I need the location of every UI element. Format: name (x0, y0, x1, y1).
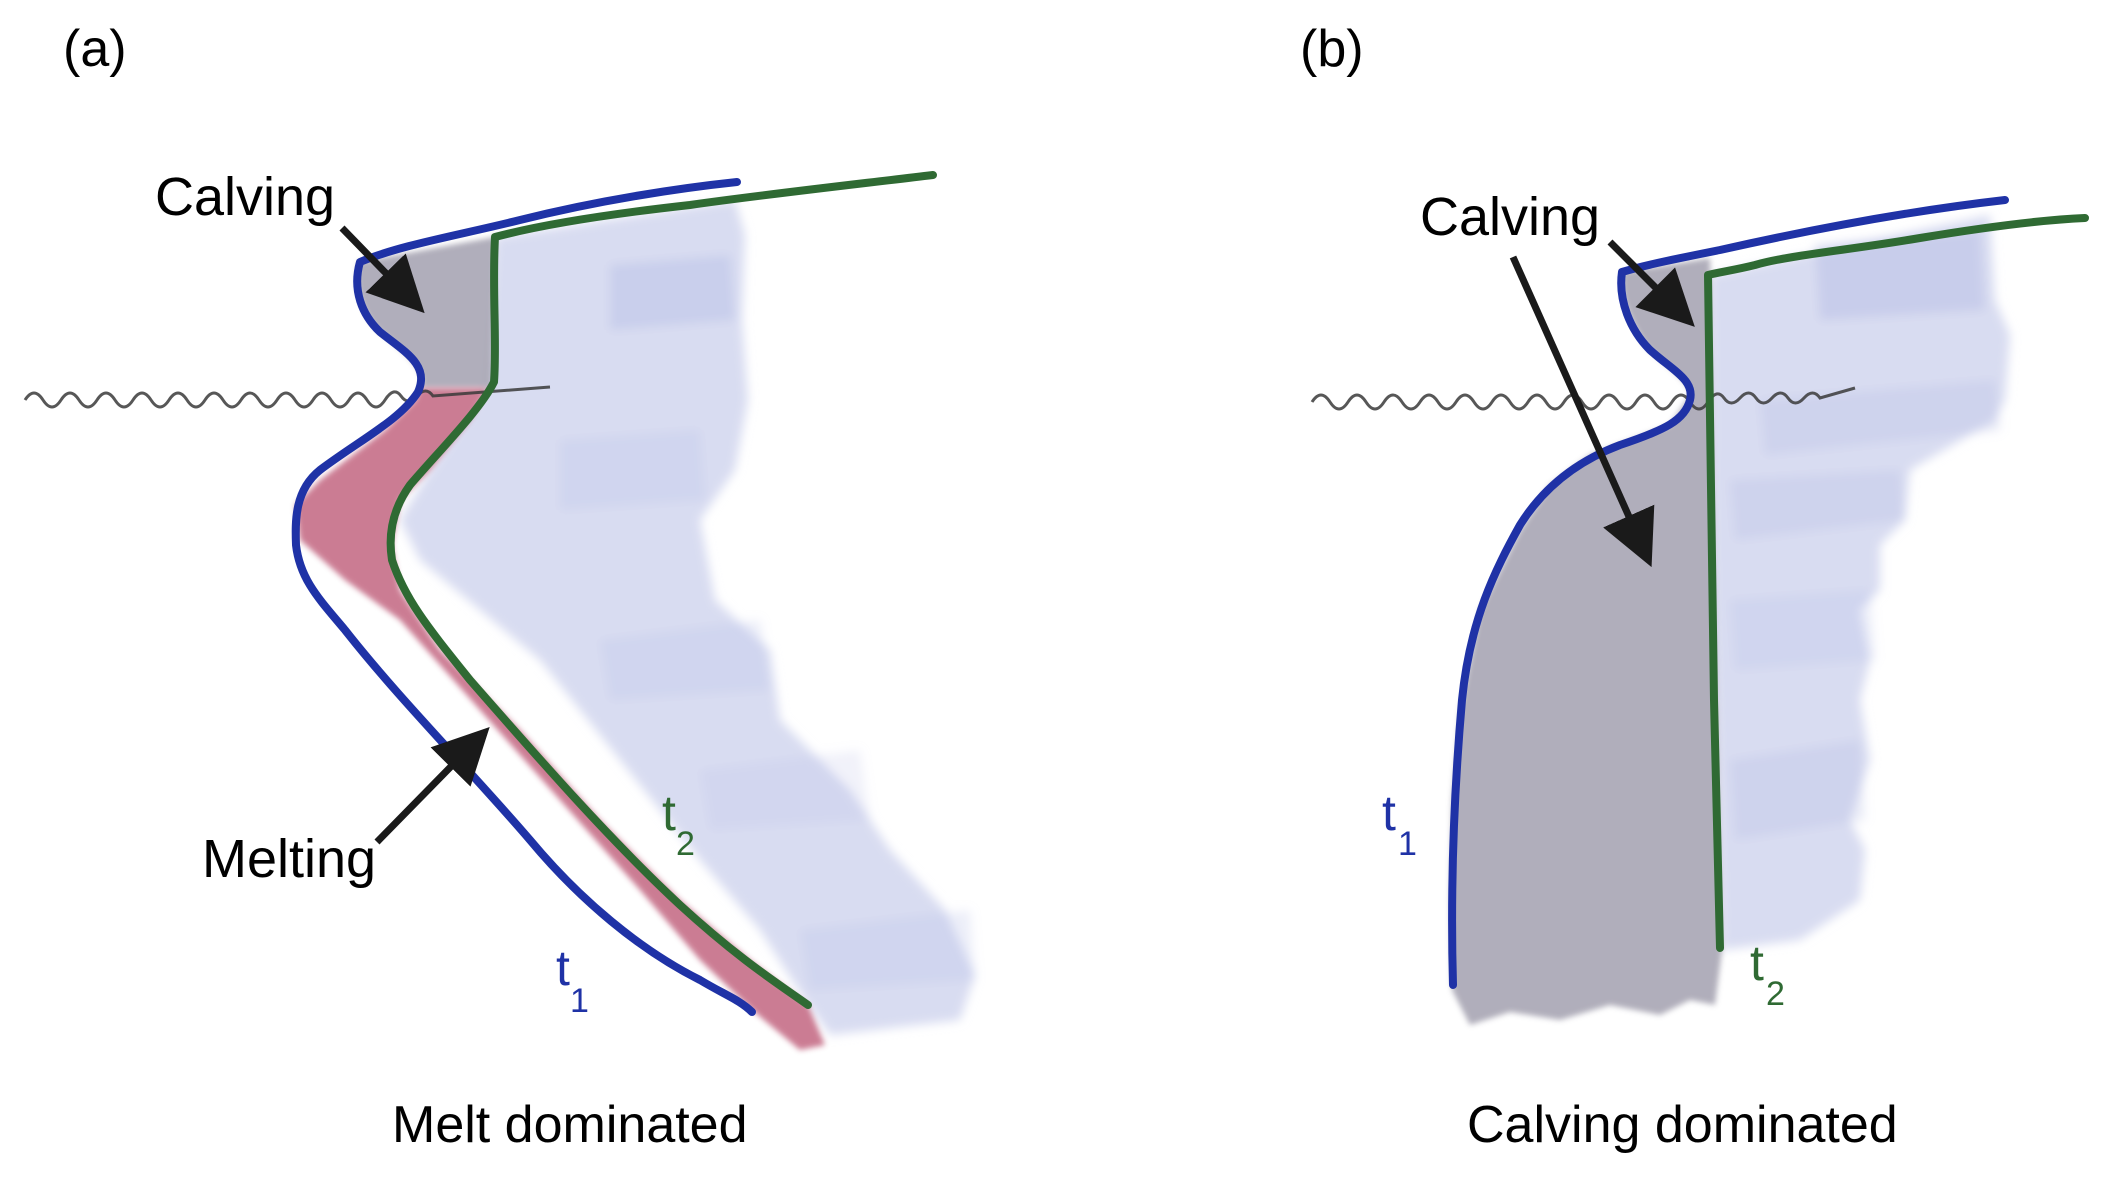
panel-a-t1-base: t (556, 940, 570, 996)
panel-b-t2-sub: 2 (1766, 975, 1785, 1013)
panel-a-melting-label: Melting (202, 829, 376, 889)
panel-a-waterline (23, 385, 551, 409)
panel-a-calving-arrow (339, 225, 425, 314)
panel-b-t2-base: t (1750, 935, 1764, 991)
panel-a-tag: (a) (63, 20, 127, 78)
panel-a-ice-body (400, 200, 975, 1035)
panel-a-calved-region (357, 237, 495, 388)
panel-a-t2-base: t (662, 785, 676, 841)
panel-b-tag: (b) (1300, 20, 1364, 78)
panel-a-melting-arrow (374, 727, 490, 845)
panel-b-t2-front-line (1704, 214, 2089, 952)
panel-a-t1-sub: 1 (570, 982, 589, 1020)
panel-b-t2-label: t 2 (1750, 935, 1785, 1013)
panel-a-t1-front-line (291, 178, 756, 1016)
panel-a-t1-label: t 1 (556, 940, 589, 1020)
panel-a: (a) Calving Melting t 2 (23, 20, 975, 1154)
panel-a-calving-label: Calving (155, 167, 335, 227)
panel-a-caption: Melt dominated (392, 1096, 748, 1154)
panel-b-caption: Calving dominated (1467, 1096, 1898, 1154)
panel-a-t2-sub: 2 (676, 825, 695, 863)
panel-b-t1-base: t (1382, 785, 1396, 841)
panel-b-calving-arrow-lower (1509, 255, 1655, 568)
panel-b-t1-sub: 1 (1398, 825, 1417, 863)
panel-b-t1-front-line (1448, 196, 2009, 989)
panel-b: (b) Calving t 1 t 2 (1300, 20, 2089, 1154)
panel-b-calving-arrow-upper (1607, 239, 1695, 327)
panel-b-t1-label: t 1 (1382, 785, 1417, 863)
panel-b-ice-body (1710, 215, 2010, 950)
panel-a-t2-front-line (386, 171, 937, 1009)
panel-a-t2-label: t 2 (662, 785, 695, 863)
panel-b-calving-label: Calving (1420, 187, 1600, 247)
panel-b-calved-region (1450, 258, 1722, 1025)
